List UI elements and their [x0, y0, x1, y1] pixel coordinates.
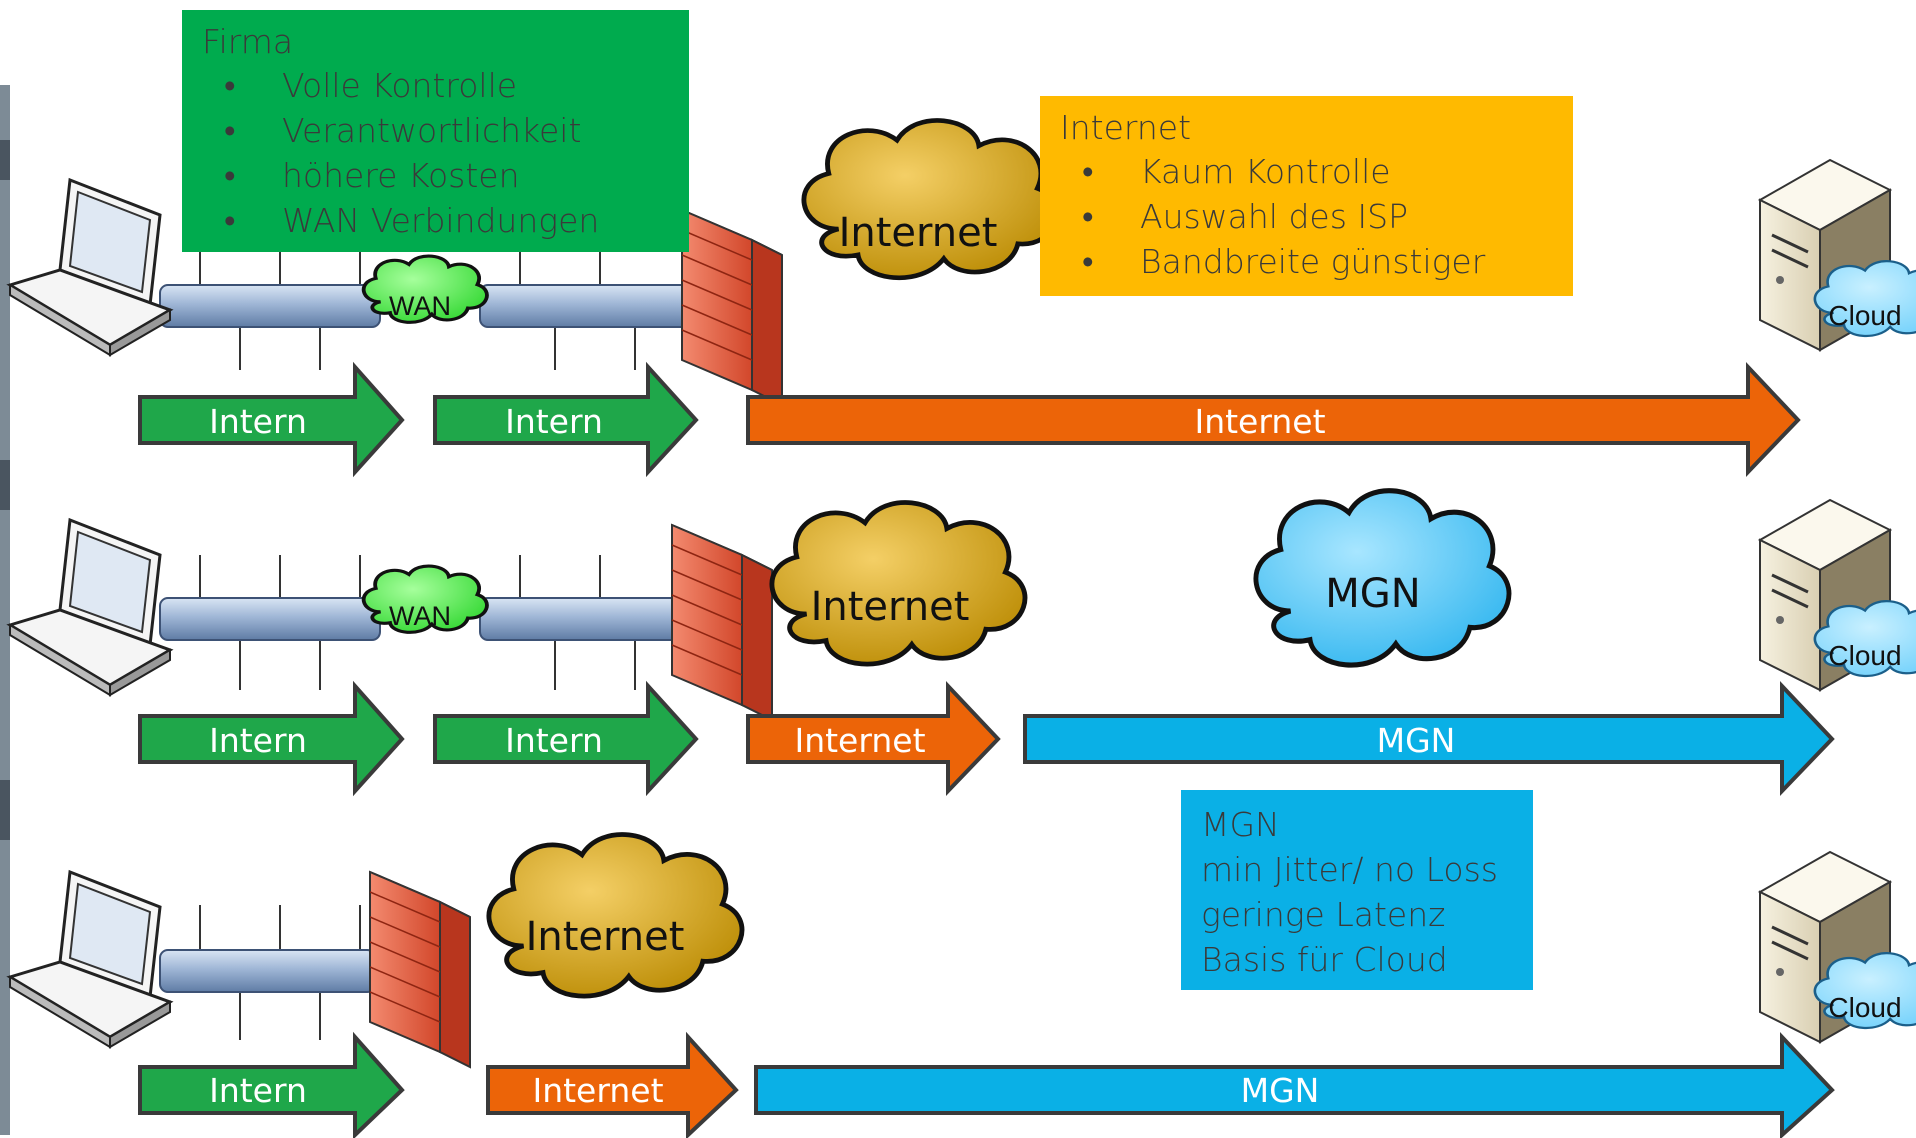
list-item: höhere Kosten [202, 153, 689, 198]
info-box-list: Volle Kontrolle Verantwortlichkeit höher… [202, 63, 689, 243]
list-item: Volle Kontrolle [202, 63, 689, 108]
info-box-line: MGN [1201, 805, 1280, 844]
firewall-icon [369, 870, 471, 1069]
row-2: WAN Internet MGN Cloud [6, 491, 1916, 797]
lan-ticks-row-2 [199, 555, 636, 690]
row-1: WAN Internet Cloud [6, 120, 1916, 478]
arrow-label: Intern [209, 721, 307, 760]
wan-cloud-label: WAN [389, 601, 451, 631]
lan-pipe [159, 284, 381, 328]
info-box-line: Basis für Cloud [1201, 940, 1448, 979]
arrow-label: Intern [505, 721, 603, 760]
arrow-intern [138, 680, 405, 797]
list-item: Bandbreite günstiger [1060, 239, 1573, 284]
arrow-intern [433, 361, 699, 478]
info-box-firma: Firma Volle Kontrolle Verantwortlichkeit… [182, 10, 689, 252]
cloud-small-label: Cloud [1828, 640, 1901, 671]
mgn-cloud-label: MGN [1325, 571, 1420, 617]
left-edge-strip [0, 85, 10, 1135]
arrow-internet [486, 1031, 739, 1138]
lan-pipe [159, 949, 376, 993]
arrow-intern [138, 361, 405, 478]
arrow-mgn [1023, 680, 1835, 796]
firewall-icon [681, 208, 783, 407]
arrow-intern [138, 1031, 405, 1138]
list-item: Verantwortlichkeit [202, 108, 689, 153]
arrow-internet [746, 361, 1801, 477]
internet-cloud-label: Internet [526, 914, 685, 960]
internet-cloud-label: Internet [839, 210, 998, 256]
arrow-label: Internet [794, 721, 925, 760]
cloud-small-label: Cloud [1828, 300, 1901, 331]
arrow-label: Intern [209, 402, 307, 441]
info-box-internet: Internet Kaum Kontrolle Auswahl des ISP … [1040, 96, 1573, 296]
info-box-title: Firma [202, 22, 294, 61]
arrow-label: Internet [1194, 402, 1325, 441]
laptop-icon [6, 177, 174, 357]
arrow-label: Intern [209, 1071, 307, 1110]
info-box-title: Internet [1060, 108, 1192, 147]
arrow-intern [433, 680, 699, 797]
info-box-mgn: MGN min Jitter/ no Loss geringe Latenz B… [1181, 790, 1533, 990]
list-item: Auswahl des ISP [1060, 194, 1573, 239]
lan-pipe [159, 597, 381, 641]
laptop-icon [6, 869, 174, 1049]
wan-cloud-label: WAN [389, 291, 451, 321]
list-item: Kaum Kontrolle [1060, 149, 1573, 194]
laptop-icon [6, 517, 174, 697]
info-box-list: Kaum Kontrolle Auswahl des ISP Bandbreit… [1060, 149, 1573, 284]
info-box-line: geringe Latenz [1201, 895, 1446, 934]
info-box-line: min Jitter/ no Loss [1201, 850, 1498, 889]
arrow-label: MGN [1377, 721, 1456, 760]
arrow-label: Internet [532, 1071, 663, 1110]
wan-pipe [479, 284, 711, 328]
internet-cloud-label: Internet [811, 584, 970, 630]
arrow-internet [746, 680, 1001, 796]
cloud-small-label: Cloud [1828, 992, 1901, 1023]
arrow-mgn [754, 1031, 1835, 1138]
firewall-icon [671, 523, 773, 722]
list-item: WAN Verbindungen [202, 198, 689, 243]
row-3: Internet Cloud Intern Internet MGN [6, 834, 1916, 1138]
lan-ticks-row-3 [199, 905, 361, 1040]
arrow-label: Intern [505, 402, 603, 441]
arrow-label: MGN [1241, 1071, 1320, 1110]
